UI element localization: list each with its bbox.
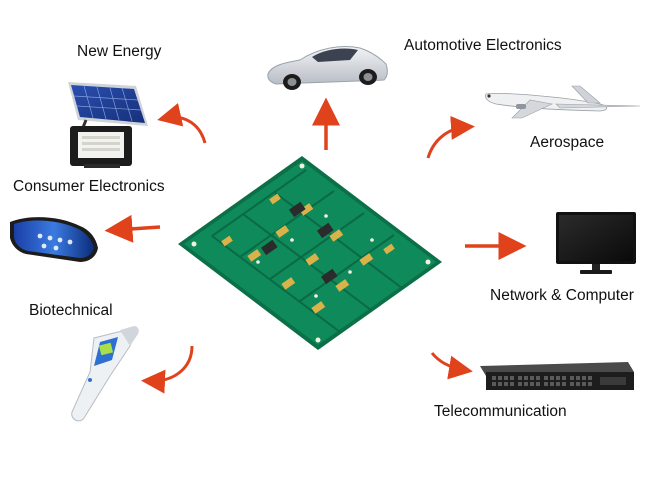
label-automotive: Automotive Electronics <box>404 37 562 54</box>
arrow-to-biotechnical <box>141 345 194 394</box>
airplane-icon <box>485 85 641 119</box>
label-telecom: Telecommunication <box>434 403 567 420</box>
label-aerospace: Aerospace <box>530 134 605 151</box>
car-icon <box>267 46 388 90</box>
pcb-board <box>178 156 442 350</box>
arrow-to-aerospace <box>426 115 475 159</box>
network-switch-icon <box>480 362 634 390</box>
label-biotechnical: Biotechnical <box>29 302 113 319</box>
thermometer-gun-icon <box>71 326 139 422</box>
monitor-icon <box>556 212 636 274</box>
solar-panel-floodlight-icon <box>68 82 148 168</box>
label-new-energy: New Energy <box>77 43 162 60</box>
arrow-to-consumer <box>104 214 161 243</box>
arrow-to-new-energy <box>157 103 207 144</box>
label-network: Network & Computer <box>490 287 634 304</box>
label-consumer: Consumer Electronics <box>13 178 165 195</box>
arrow-to-telecom <box>430 352 473 380</box>
foldable-phone-icon <box>10 217 98 262</box>
